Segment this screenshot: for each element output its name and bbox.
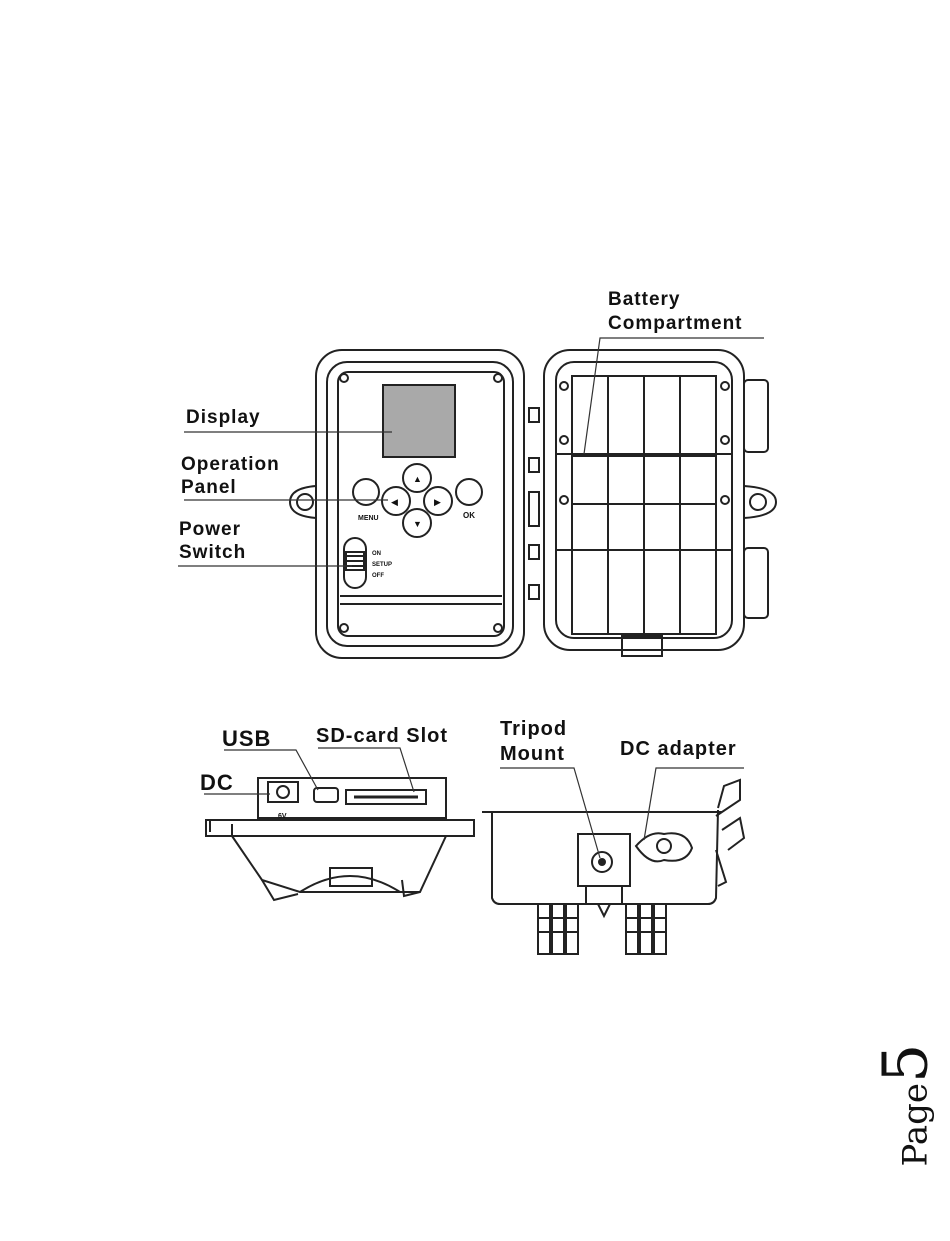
display-screen — [383, 385, 455, 457]
tripod-label-line1: Tripod — [500, 718, 567, 740]
down-arrow-icon: ▼ — [413, 519, 422, 529]
page-word: Page — [896, 1083, 936, 1167]
power-label-line2: Switch — [179, 542, 246, 563]
side-view-mount — [482, 780, 744, 954]
operation-label-line2: Panel — [181, 477, 237, 498]
left-arrow-icon: ◀ — [391, 497, 398, 507]
side-view-ports — [206, 778, 474, 900]
switch-on-label: ON — [372, 551, 381, 557]
right-arrow-icon: ▶ — [434, 497, 441, 507]
dc-label: DC — [200, 770, 234, 795]
switch-off-label: OFF — [372, 573, 384, 579]
dc-voltage-label: 6V — [278, 813, 287, 820]
operation-label-line1: Operation — [181, 454, 280, 475]
ok-button[interactable] — [456, 479, 482, 505]
power-switch[interactable] — [344, 538, 366, 588]
up-arrow-icon: ▲ — [413, 474, 422, 484]
hinge — [524, 385, 544, 625]
dc-adapter-label: DC adapter — [620, 738, 737, 760]
menu-button[interactable] — [353, 479, 379, 505]
page-number: 5 — [869, 1044, 942, 1083]
battery-compartment — [556, 376, 732, 634]
battery-label-line1: Battery — [608, 289, 680, 310]
switch-setup-label: SETUP — [372, 562, 392, 568]
leader-lines — [178, 338, 764, 858]
page-number-block: Page5 — [860, 1020, 950, 1190]
menu-button-label: MENU — [358, 515, 379, 522]
usb-label: USB — [222, 726, 271, 751]
power-label-line1: Power — [179, 519, 241, 540]
ok-button-label: OK — [463, 511, 475, 520]
sd-slot-label: SD-card Slot — [316, 725, 448, 747]
display-label: Display — [186, 407, 261, 428]
battery-label-line2: Compartment — [608, 313, 743, 334]
tripod-label-line2: Mount — [500, 743, 565, 765]
